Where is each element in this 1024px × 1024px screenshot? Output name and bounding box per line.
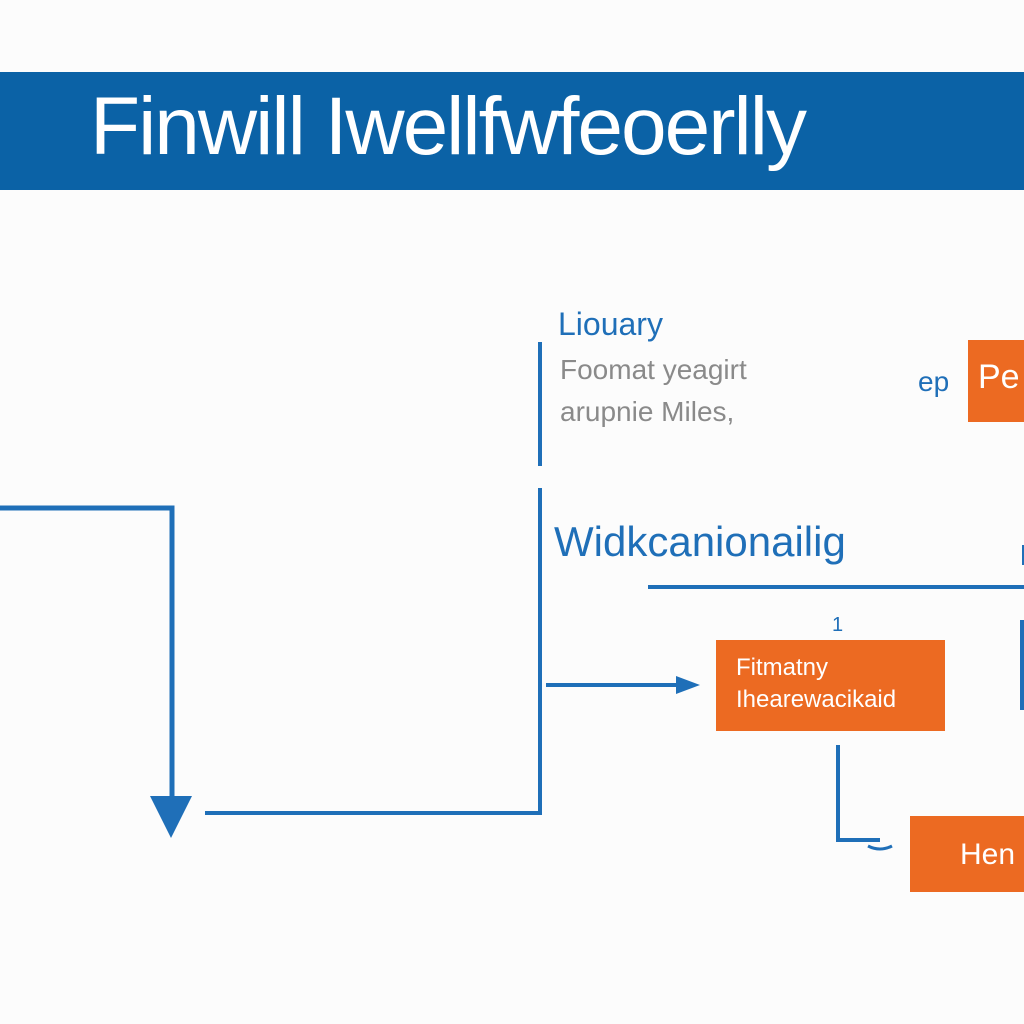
header-bar — [0, 72, 1024, 190]
middle-box-line-1: Fitmatny — [736, 654, 829, 681]
arrow-right-icon — [676, 676, 700, 694]
bottom-box: Hen — [910, 816, 1024, 892]
top-right-box-label: Pe — [978, 358, 1020, 396]
library-title: Liouary — [558, 306, 663, 342]
bottom-box-label: Hen — [960, 838, 1016, 871]
arrow-down-icon — [150, 796, 192, 838]
header-title: Finwill Iwellfwfeoerlly — [90, 81, 807, 172]
middle-box-line-2: Ihearewacikaid — [736, 686, 897, 713]
connector-left-loop — [0, 505, 175, 800]
right-edge-bracket — [1020, 620, 1024, 710]
side-tag-label: ep — [918, 366, 950, 397]
connector-bottom-hook — [867, 844, 893, 851]
section-title: Widkcanionailig — [554, 518, 846, 565]
connector-bottom-return — [205, 488, 542, 815]
library-line-2: arupnie Miles, — [560, 396, 735, 427]
connector-middle-to-bottom — [836, 745, 880, 842]
top-right-box: Pe — [968, 340, 1024, 422]
library-line-1: Foomat yeagirt — [560, 354, 747, 385]
middle-box: Fitmatny Ihearewacikaid — [716, 640, 945, 731]
small-mark: 1 — [832, 614, 844, 636]
